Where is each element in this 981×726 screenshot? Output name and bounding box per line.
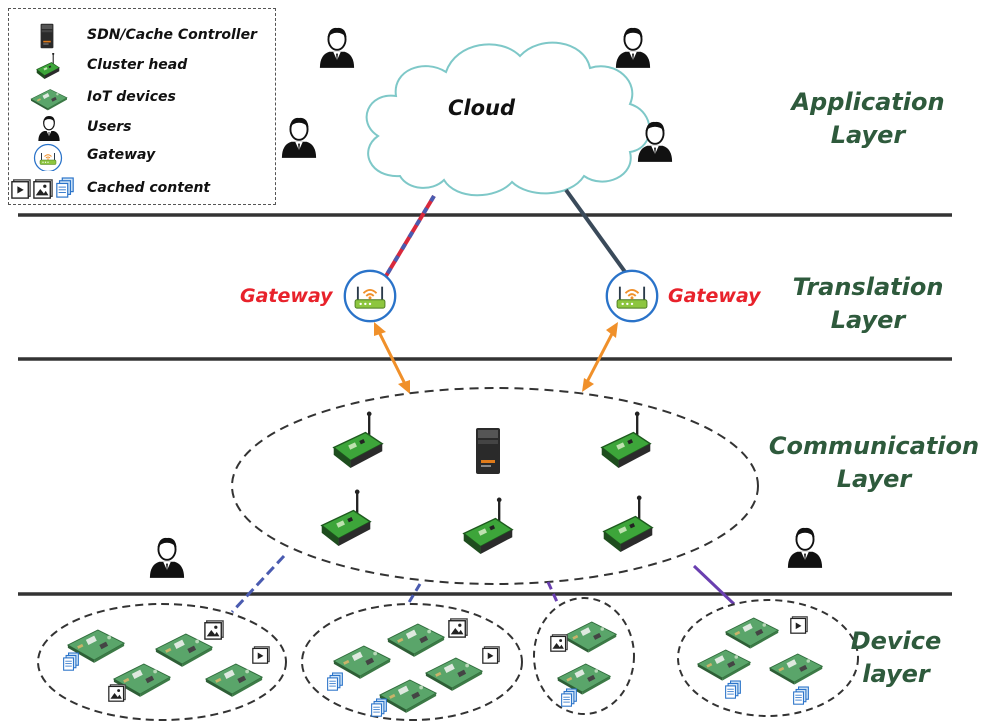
cluster-head-icon <box>462 496 514 556</box>
layer-label-device: Device layer <box>836 625 956 691</box>
link-device-cluster-1 <box>230 554 286 614</box>
gateway-label-right: Gateway <box>668 285 761 307</box>
cached-document-icon <box>371 698 387 717</box>
legend-label: Gateway <box>87 147 156 163</box>
layer-label-line: Layer <box>830 121 906 149</box>
legend-label: Cached content <box>87 180 211 196</box>
server-icon <box>40 23 54 49</box>
legend-item-gateway: Gateway <box>9 143 277 171</box>
cluster-head-icon <box>600 410 652 470</box>
link-device-cluster-2 <box>406 583 422 605</box>
cached-image-icon <box>550 634 568 652</box>
device-cluster-2 <box>301 603 523 721</box>
iot-device-icon <box>387 623 445 658</box>
iot-device-icon <box>557 663 611 696</box>
cached-document-icon <box>793 686 809 705</box>
layer-label-line: layer <box>862 660 930 688</box>
cached-content-icon <box>11 177 74 199</box>
layer-label-line: Layer <box>830 306 906 334</box>
legend-box: SDN/Cache Controller Cluster head IoT de… <box>8 8 276 205</box>
gateway-icon <box>343 269 397 323</box>
cached-video-icon <box>790 616 808 634</box>
user-icon <box>614 26 652 68</box>
cloud-shape <box>365 41 651 197</box>
cluster-head-icon <box>602 494 654 554</box>
layer-label-line: Communication <box>768 432 980 460</box>
iot-device-icon <box>769 653 823 686</box>
cluster-head-icon <box>320 488 372 548</box>
legend-label: Users <box>87 119 132 135</box>
user-icon <box>786 526 824 568</box>
legend-item-sdn-controller: SDN/Cache Controller <box>9 23 277 49</box>
legend-item-cluster-head: Cluster head <box>9 53 277 79</box>
cluster-head-icon <box>36 53 60 79</box>
device-cluster-4 <box>677 599 859 717</box>
layer-label-application: Application Layer <box>778 86 958 152</box>
legend-label: Cluster head <box>87 57 188 73</box>
arrow-gateway-left <box>374 322 410 394</box>
link-cloud-gateway-left-blue <box>384 194 436 278</box>
user-icon <box>148 536 186 578</box>
cached-document-icon <box>725 680 741 699</box>
cached-document-icon <box>63 652 79 671</box>
link-device-cluster-3 <box>546 581 560 605</box>
legend-item-users: Users <box>9 115 277 141</box>
communication-cluster-ellipse <box>231 387 759 585</box>
legend-item-iot-devices: IoT devices <box>9 85 277 111</box>
link-device-cluster-4 <box>692 564 736 606</box>
layer-label-translation: Translation Layer <box>778 271 958 337</box>
iot-device-icon <box>563 621 617 654</box>
iot-device-icon <box>30 89 68 111</box>
legend-item-cached-content: Cached content <box>9 176 277 202</box>
arrow-gateway-right <box>582 322 618 392</box>
gateway-label-left: Gateway <box>240 285 333 307</box>
cluster-head-icon <box>332 410 384 470</box>
device-cluster-3 <box>533 597 635 715</box>
iot-device-icon <box>425 657 483 692</box>
cached-video-icon <box>482 646 500 664</box>
layer-label-line: Translation <box>792 273 944 301</box>
layer-label-communication: Communication Layer <box>768 430 980 496</box>
cached-video-icon <box>252 646 270 664</box>
legend-label: SDN/Cache Controller <box>87 27 257 43</box>
cached-document-icon <box>327 672 343 691</box>
legend-label: IoT devices <box>87 89 176 105</box>
cached-document-icon <box>561 688 577 707</box>
user-icon <box>318 26 356 68</box>
iot-device-icon <box>697 649 751 682</box>
iot-device-icon <box>725 617 779 650</box>
gateway-icon <box>605 269 659 323</box>
layer-label-line: Application <box>791 88 945 116</box>
sdn-controller-icon <box>476 428 500 474</box>
cloud-label: Cloud <box>448 96 516 120</box>
cached-image-icon <box>448 618 468 638</box>
layer-label-line: Layer <box>836 465 912 493</box>
layer-label-line: Device <box>850 627 942 655</box>
user-icon <box>280 116 318 158</box>
device-cluster-1 <box>37 603 287 721</box>
iot-device-icon <box>379 679 437 714</box>
cached-image-icon <box>204 620 224 640</box>
cached-image-icon <box>108 684 126 702</box>
iot-device-icon <box>155 633 213 668</box>
user-icon <box>37 115 61 141</box>
gateway-icon <box>33 143 63 171</box>
iot-device-icon <box>205 663 263 698</box>
link-cloud-gateway-right <box>564 188 630 278</box>
